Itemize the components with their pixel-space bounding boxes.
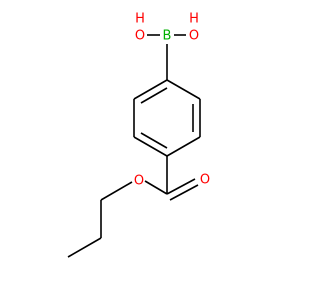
hydroxyl-left-oxygen-label: O xyxy=(135,29,145,44)
bond-ring-double-3 xyxy=(140,87,168,104)
bond-ring-6 xyxy=(133,79,168,100)
bond-o-c-propyl xyxy=(100,181,133,201)
bond-carbonyl-2 xyxy=(169,184,199,201)
bond-propyl-2 xyxy=(67,237,102,258)
hydroxyl-right-oxygen-label: O xyxy=(189,29,199,44)
bond-c-o-ester xyxy=(144,180,168,195)
hydroxyl-left-hydrogen-label: H xyxy=(135,12,145,27)
boron-atom-label: B xyxy=(163,29,172,44)
bond-ring-double-2 xyxy=(140,132,168,149)
structure-canvas: B O H O H O O xyxy=(67,12,210,258)
bond-carbonyl-1 xyxy=(166,178,196,195)
bonds-group xyxy=(67,34,201,258)
bond-ring-4 xyxy=(133,136,168,157)
hydroxyl-right-hydrogen-label: H xyxy=(189,12,199,27)
bond-ring-3 xyxy=(166,136,201,157)
bond-ring-1 xyxy=(166,79,201,100)
ester-oxygen-label: O xyxy=(134,174,144,189)
carbonyl-oxygen-label: O xyxy=(200,173,210,188)
chemical-structure-diagram: B O H O H O O xyxy=(67,12,210,258)
